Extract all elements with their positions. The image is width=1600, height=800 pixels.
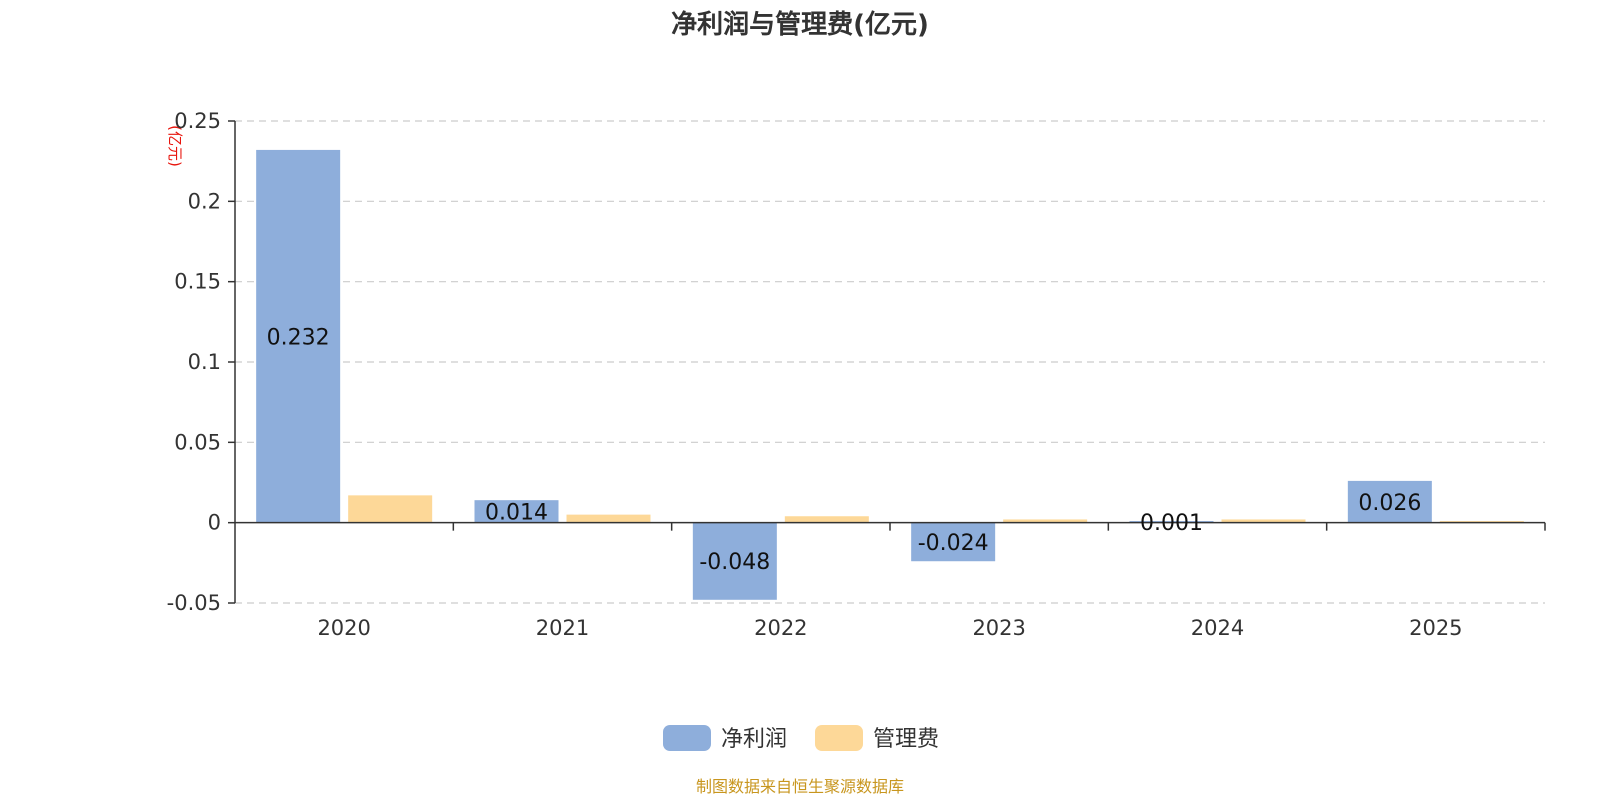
bar-admin-expense[interactable]	[784, 516, 869, 523]
bar-admin-expense[interactable]	[1439, 521, 1524, 523]
bar-admin-expense[interactable]	[1221, 519, 1306, 523]
data-label: -0.048	[699, 550, 770, 575]
legend-swatch	[663, 725, 711, 751]
y-tick-label: 0	[208, 511, 221, 535]
legend[interactable]: 净利润 管理费	[663, 725, 939, 752]
x-tick-label: 2020	[317, 616, 370, 640]
bar-net-profit[interactable]	[911, 522, 996, 562]
bar-net-profit[interactable]	[474, 500, 559, 523]
chart-title: 净利润与管理费(亿元)	[671, 9, 929, 40]
grid-lines	[235, 120, 1545, 604]
bar-net-profit[interactable]	[692, 522, 777, 600]
bar-net-profit[interactable]	[1347, 480, 1432, 523]
x-tick-label: 2023	[972, 616, 1025, 640]
data-label: 0.232	[267, 325, 330, 350]
legend-label: 净利润	[721, 727, 787, 752]
bar-series	[256, 149, 1524, 600]
data-labels: 0.232 0.014 -0.048 -0.024 0.001 0.026	[267, 325, 1422, 575]
bar-admin-expense[interactable]	[566, 514, 651, 523]
y-tick-label: 0.25	[174, 109, 221, 133]
y-axis-unit-label: (亿元)	[166, 125, 184, 167]
bar-net-profit[interactable]	[1129, 521, 1214, 523]
x-tick-label: 2025	[1409, 616, 1462, 640]
legend-item-admin-expense[interactable]: 管理费	[815, 725, 939, 752]
y-tick-label: 0.1	[188, 350, 221, 374]
legend-label: 管理费	[873, 727, 939, 752]
legend-swatch	[815, 725, 863, 751]
legend-item-net-profit[interactable]: 净利润	[663, 725, 787, 752]
x-tick-label: 2024	[1191, 616, 1244, 640]
axes: -0.05 0 0.05 0.1 0.15 0.2 0.25 2020 2021 2022 2023…	[167, 109, 1546, 640]
source-note: 制图数据来自恒生聚源数据库	[696, 777, 904, 796]
bar-admin-expense[interactable]	[348, 495, 433, 523]
y-tick-label: 0.2	[188, 189, 221, 213]
data-label: 0.014	[485, 500, 548, 525]
y-tick-label: 0.15	[174, 270, 221, 294]
y-tick-label: 0.05	[174, 430, 221, 454]
x-tick-label: 2022	[754, 616, 807, 640]
bar-admin-expense[interactable]	[1003, 519, 1088, 523]
data-label: -0.024	[918, 531, 989, 556]
bar-net-profit[interactable]	[256, 149, 341, 523]
data-label: 0.026	[1358, 491, 1421, 516]
data-label: 0.001	[1140, 511, 1203, 536]
x-tick-label: 2021	[536, 616, 589, 640]
y-tick-label: -0.05	[167, 591, 221, 615]
